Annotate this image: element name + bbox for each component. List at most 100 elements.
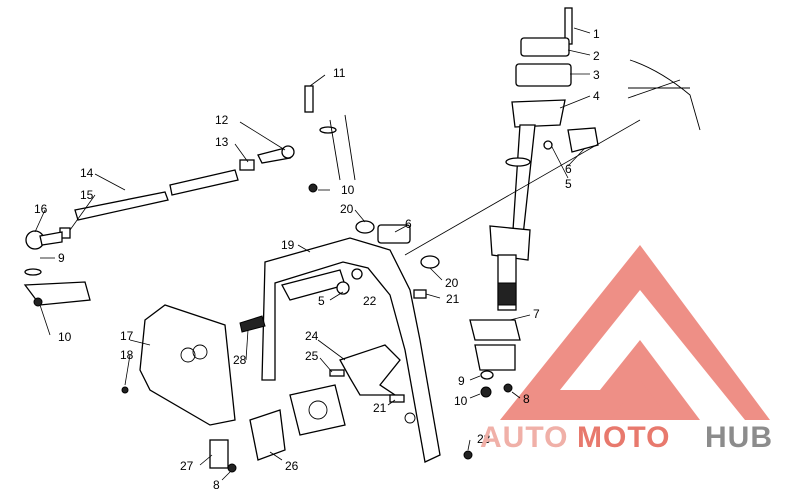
callout-8-lower: 8 <box>213 478 220 492</box>
callout-27: 27 <box>180 459 194 473</box>
callout-7: 7 <box>533 307 540 321</box>
shield-17 <box>139 304 236 426</box>
tie-rod-14-left <box>74 191 169 221</box>
washer-upper <box>319 126 337 134</box>
automotohub-logo <box>500 245 770 420</box>
logo-triangle-mark <box>500 245 770 420</box>
hood-outline <box>629 59 701 131</box>
callout-26: 26 <box>285 459 299 473</box>
callout-19: 19 <box>281 238 295 252</box>
tie-rod-14-right <box>169 169 239 196</box>
steering-post <box>469 7 701 371</box>
bracket-24 <box>339 344 401 396</box>
frame-19 <box>261 237 441 463</box>
bolt-21-upper <box>413 289 427 299</box>
nut-8-lower <box>227 463 237 473</box>
callout-25: 25 <box>305 349 319 363</box>
callout-6-upper: 6 <box>565 162 572 176</box>
logo-inner-mark <box>610 380 670 420</box>
callout-10-right: 10 <box>454 394 468 408</box>
block-3 <box>515 63 572 87</box>
callout-23: 23 <box>477 432 491 446</box>
shaft-boot <box>497 282 517 306</box>
bracket-6 <box>377 224 411 244</box>
leader-lines <box>34 27 591 481</box>
callout-11: 11 <box>333 66 346 80</box>
pitman-arm-7 <box>469 319 521 341</box>
callout-10-left: 10 <box>58 330 72 344</box>
clamp-6 <box>567 127 599 153</box>
shaft-bracket <box>489 225 531 261</box>
callout-9-right: 9 <box>458 374 465 388</box>
steering-gear <box>289 384 346 436</box>
callout-21-upper: 21 <box>446 292 460 306</box>
callout-18: 18 <box>120 348 134 362</box>
cover-26 <box>249 409 286 461</box>
callout-6-frame: 6 <box>405 217 412 231</box>
callout-1: 1 <box>593 27 600 41</box>
callout-3: 3 <box>593 68 600 82</box>
callout-28: 28 <box>233 353 247 367</box>
callout-17: 17 <box>120 329 134 343</box>
callout-5-frame: 5 <box>318 294 325 308</box>
callout-15: 15 <box>80 188 94 202</box>
callout-21-lower: 21 <box>373 401 387 415</box>
nut-8-right <box>503 383 513 393</box>
bolt-11 <box>304 85 314 113</box>
linkage-rod-line <box>404 119 641 256</box>
washer-5-frame <box>336 281 350 295</box>
callout-20-upper: 20 <box>340 202 354 216</box>
washer-9-right <box>480 370 494 380</box>
frame-assembly <box>239 220 441 463</box>
callout-5-upper: 5 <box>565 177 572 191</box>
callout-4: 4 <box>593 89 600 103</box>
jam-nut-13 <box>239 159 255 171</box>
callout-24: 24 <box>305 329 319 343</box>
steering-shaft <box>511 124 536 246</box>
nut-10-left <box>33 297 43 307</box>
callout-10-upper: 10 <box>341 183 355 197</box>
callout-14: 14 <box>80 166 94 180</box>
washer-9 <box>24 268 42 276</box>
callout-13: 13 <box>215 135 229 149</box>
bolt-21-lower <box>389 394 405 403</box>
bolt-right-lower <box>627 79 681 99</box>
bolt-25 <box>329 369 345 377</box>
tie-rod-end-16-body <box>39 231 63 246</box>
tie-rod-assembly <box>23 85 356 307</box>
grommet-22 <box>351 268 363 280</box>
shaft-collar <box>505 157 531 167</box>
pitman-hardware <box>480 370 513 398</box>
callout-20-lower: 20 <box>445 276 459 290</box>
bolt-23 <box>463 450 473 460</box>
spindle-post <box>329 114 356 181</box>
callout-9-left: 9 <box>58 251 65 265</box>
wordmark-auto: AUTO <box>480 421 568 454</box>
nut-10-right <box>480 386 492 398</box>
wordmark-hub: HUB <box>705 421 773 454</box>
callout-2: 2 <box>593 49 600 63</box>
callout-12: 12 <box>215 113 229 127</box>
wordmark-moto: MOTO <box>577 421 670 454</box>
bracket-4 <box>511 99 566 128</box>
shield-hole-right <box>192 344 208 360</box>
callout-8-right: 8 <box>523 392 530 406</box>
washer-lower <box>404 412 416 424</box>
gear-hub <box>308 400 328 420</box>
callout-22: 22 <box>363 294 377 308</box>
callout-16: 16 <box>34 202 48 216</box>
clip-20-upper <box>355 220 375 234</box>
callout-labels: 1 2 3 4 6 5 11 12 13 10 14 15 16 9 10 20… <box>34 27 600 492</box>
screw-18 <box>121 386 129 394</box>
shield-hole-left <box>180 347 196 363</box>
clip-28 <box>239 315 266 333</box>
clip-20-lower <box>420 255 440 269</box>
nut-10-upper <box>308 183 318 193</box>
tie-rod-end-eye <box>281 145 295 159</box>
automotohub-wordmark: AUTO MOTO HUB <box>480 421 773 454</box>
washer-5 <box>543 140 553 150</box>
shield-panel <box>121 304 236 426</box>
lower-bracket <box>474 344 516 371</box>
cap-2 <box>520 37 570 57</box>
